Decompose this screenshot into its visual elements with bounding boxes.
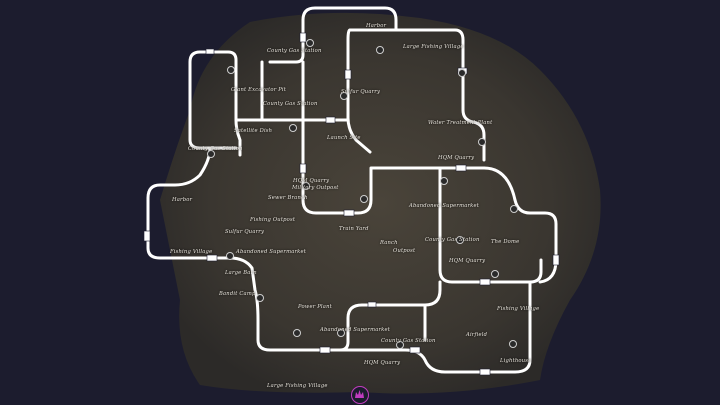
logo-icon[interactable] <box>351 386 369 404</box>
monument-icon[interactable] <box>289 124 297 132</box>
map-label: County Gas Station <box>425 237 480 243</box>
map-label: Ranch <box>380 240 398 246</box>
map-label: Fishing Village <box>170 249 213 255</box>
map-label: HQM Quarry <box>449 258 486 264</box>
map-label: Airfield <box>466 332 488 338</box>
map-label: Sulfur Quarry <box>225 229 265 235</box>
map-label: Lighthouse <box>500 358 532 364</box>
map-label: Large Barn <box>225 270 257 276</box>
monument-icon[interactable] <box>478 138 486 146</box>
map-label: Abandoned Supermarket <box>320 327 391 333</box>
monument-icon[interactable] <box>227 66 235 74</box>
map-label: Harbor <box>366 23 387 29</box>
monument-icon[interactable] <box>340 92 348 100</box>
map-label: Giant Excavator Pit <box>231 87 287 93</box>
map-label: Outpost <box>393 248 416 254</box>
monument-icon[interactable] <box>293 329 301 337</box>
monument-icon[interactable] <box>396 341 404 349</box>
monument-icon[interactable] <box>376 46 384 54</box>
monument-icon[interactable] <box>226 252 234 260</box>
map-label: HQM Quarry <box>364 360 401 366</box>
map-label: HQM Quarry <box>293 178 330 184</box>
monument-icon[interactable] <box>458 69 466 77</box>
monument-icon[interactable] <box>306 39 314 47</box>
map-label: Harbor <box>172 197 193 203</box>
monument-icon[interactable] <box>256 294 264 302</box>
map-label: Power Plant <box>298 304 332 310</box>
island-terrain <box>160 12 601 394</box>
map-label: County Gas Station <box>188 146 243 152</box>
map-label: Large Fishing Village <box>403 44 464 50</box>
monument-icon[interactable] <box>491 270 499 278</box>
map-label: County Gas Station <box>267 48 322 54</box>
map-label: Abandoned Supermarket <box>236 249 307 255</box>
map-label: Water Treatment Plant <box>428 120 493 126</box>
map-label: The Dome <box>491 239 520 245</box>
map-label: HQM Quarry <box>438 155 475 161</box>
map-label: Fishing Outpost <box>250 217 296 223</box>
map-label: Satellite Dish <box>234 128 273 134</box>
monument-icon[interactable] <box>302 182 310 190</box>
map-label: Sulfur Quarry <box>341 89 381 95</box>
monument-icon[interactable] <box>456 236 464 244</box>
monument-icon[interactable] <box>509 340 517 348</box>
monument-icon[interactable] <box>360 195 368 203</box>
map-label: Launch Site <box>327 135 361 141</box>
map-label: Sewer Branch <box>268 195 308 201</box>
map-label: Abandoned Supermarket <box>409 203 480 209</box>
map-label: Fishing Village <box>497 306 540 312</box>
map-label: Large Fishing Village <box>267 383 328 389</box>
monument-icon[interactable] <box>207 150 215 158</box>
map-label: Military Outpost <box>292 185 339 191</box>
rail-network <box>146 6 558 374</box>
map-label: County Gas Station <box>263 101 318 107</box>
map-label: County Gas Station <box>381 338 436 344</box>
map-label: Bandit Camp <box>219 291 256 297</box>
monument-icon[interactable] <box>337 329 345 337</box>
map-label: Train Yard <box>339 226 369 232</box>
monument-icon[interactable] <box>440 177 448 185</box>
monument-icon[interactable] <box>510 205 518 213</box>
